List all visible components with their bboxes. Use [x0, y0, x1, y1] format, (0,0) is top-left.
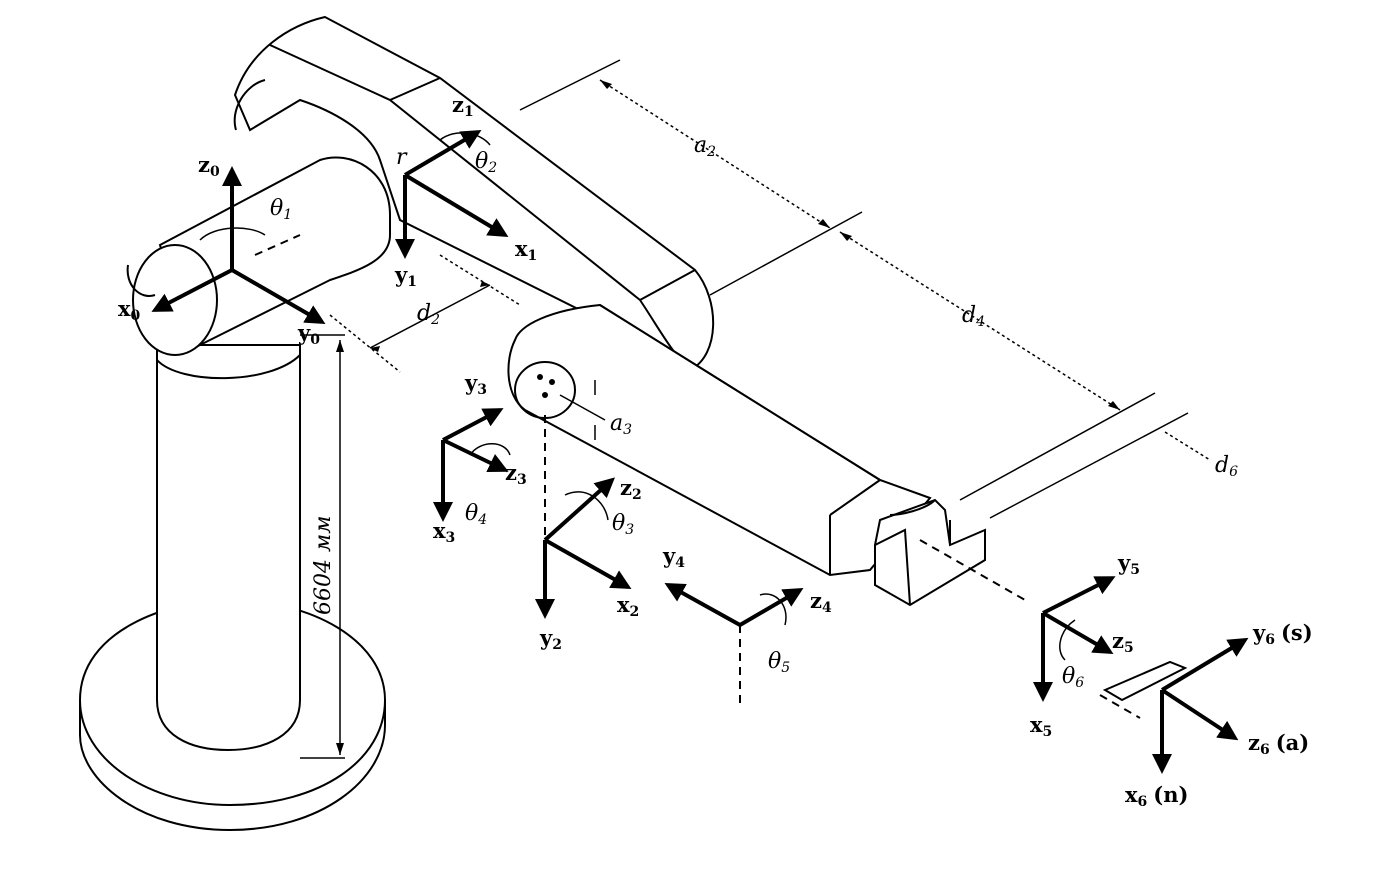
z3-label: z3 [505, 460, 527, 488]
x2-axis [544, 538, 632, 589]
theta4-label: θ4 [465, 501, 487, 528]
frame-5 [1033, 576, 1116, 702]
y0-axis [230, 268, 326, 325]
y3-label: y3 [464, 370, 487, 398]
frame-1 [395, 129, 509, 259]
x2-label: x2 [617, 592, 639, 620]
theta1-arc [233, 79, 266, 131]
y5-axis [1042, 576, 1116, 615]
x1-axis [403, 173, 509, 238]
theta2-label: θ2 [475, 149, 497, 176]
z1-axis [403, 129, 482, 177]
dimension-lines [300, 59, 1211, 759]
wrist [874, 498, 986, 607]
z1-label: z1 [452, 92, 474, 120]
theta1-label: θ1 [270, 196, 292, 223]
z5-axis [1041, 611, 1114, 655]
a2-label: a2 [694, 133, 716, 160]
z5-label: z5 [1112, 628, 1134, 656]
y3-axis [442, 408, 504, 442]
z0-label: z0 [198, 152, 220, 180]
theta6-label: θ6 [1062, 664, 1084, 691]
frame-4 [664, 583, 804, 627]
frame-0 [151, 166, 326, 325]
forearm-link [507, 303, 932, 577]
frame-6 [1102, 637, 1249, 774]
theta3-label: θ3 [612, 511, 634, 538]
frame-2 [535, 477, 632, 619]
z6-label: z6(a) [1248, 730, 1309, 758]
r-mark: r [396, 145, 408, 170]
y0-label: y0 [297, 320, 320, 348]
d4-label: d4 [962, 303, 985, 330]
x6-label: x6(n) [1125, 782, 1188, 810]
y6-label: y6(s) [1252, 620, 1313, 648]
d2-label: d2 [417, 301, 440, 328]
x1-label: x1 [515, 236, 537, 264]
y2-label: y2 [539, 625, 562, 653]
d6-label: d6 [1215, 453, 1238, 480]
z3-axis [442, 438, 509, 473]
z2-label: z2 [620, 475, 642, 503]
x5-label: x5 [1030, 712, 1052, 740]
column [156, 344, 301, 752]
x0-label: x0 [118, 296, 141, 324]
y5-label: y5 [1117, 550, 1140, 578]
x0-axis [151, 268, 233, 312]
y4-label: y4 [662, 543, 685, 571]
centerlines [254, 234, 1141, 719]
base-arc [126, 264, 156, 297]
z2-axis [543, 477, 615, 542]
y6-axis [1160, 637, 1249, 692]
y4-axis [664, 583, 741, 627]
y1-label: y1 [394, 262, 417, 290]
a3-label: a3 [610, 411, 632, 438]
x3-label: x3 [433, 518, 455, 546]
z4-axis [738, 587, 804, 627]
z4-label: z4 [810, 588, 832, 616]
z6-axis [1160, 688, 1239, 741]
theta5-label: θ5 [768, 649, 790, 676]
height-label: 6604 мм [311, 516, 336, 615]
frame-3 [433, 408, 511, 522]
shoulder-cylinder [132, 156, 391, 356]
